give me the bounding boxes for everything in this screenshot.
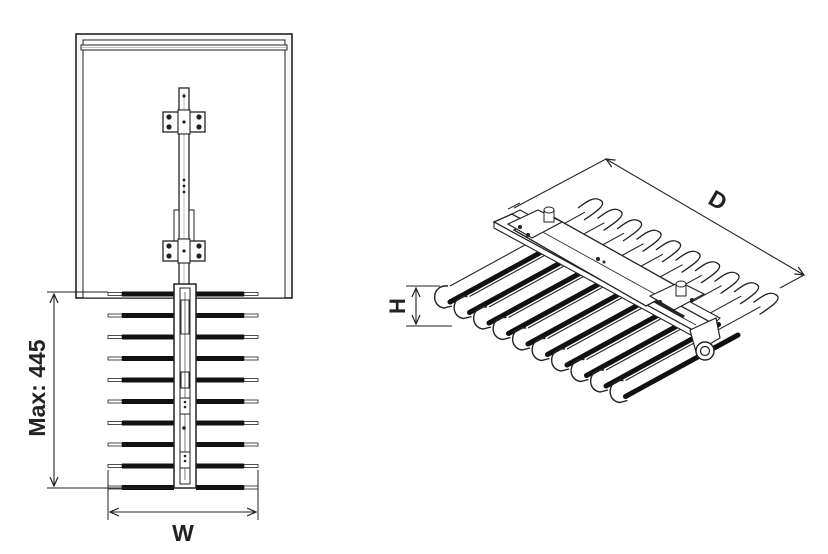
isometric-view: D H <box>385 159 804 404</box>
isometric-bracket-left <box>506 206 564 239</box>
front-view: Max: 445 W <box>24 33 293 546</box>
max-height-label: Max: 445 <box>24 339 50 436</box>
width-dimension <box>107 470 259 520</box>
front-rod <box>107 291 259 297</box>
front-rod <box>107 377 259 383</box>
front-rod <box>107 356 259 361</box>
height-dimension <box>406 285 452 327</box>
depth-dimension <box>507 159 804 289</box>
front-view-rods <box>107 291 259 490</box>
front-rod <box>107 313 259 318</box>
height-label: H <box>385 298 410 314</box>
front-rod <box>107 442 259 447</box>
front-rod <box>107 334 259 340</box>
lower-mounting-bracket <box>162 238 206 264</box>
width-label: W <box>172 520 194 546</box>
front-rod <box>107 399 259 404</box>
front-rod <box>107 420 259 426</box>
max-height-dimension <box>47 291 178 489</box>
front-rod <box>107 463 259 469</box>
isometric-bracket-right <box>648 280 706 311</box>
isometric-top-rail <box>492 209 721 341</box>
isometric-rod <box>609 292 779 404</box>
telescopic-slide-rail <box>173 283 197 489</box>
isometric-end-cap <box>689 317 721 361</box>
depth-label: D <box>704 185 731 216</box>
upper-mounting-bracket <box>162 109 206 135</box>
